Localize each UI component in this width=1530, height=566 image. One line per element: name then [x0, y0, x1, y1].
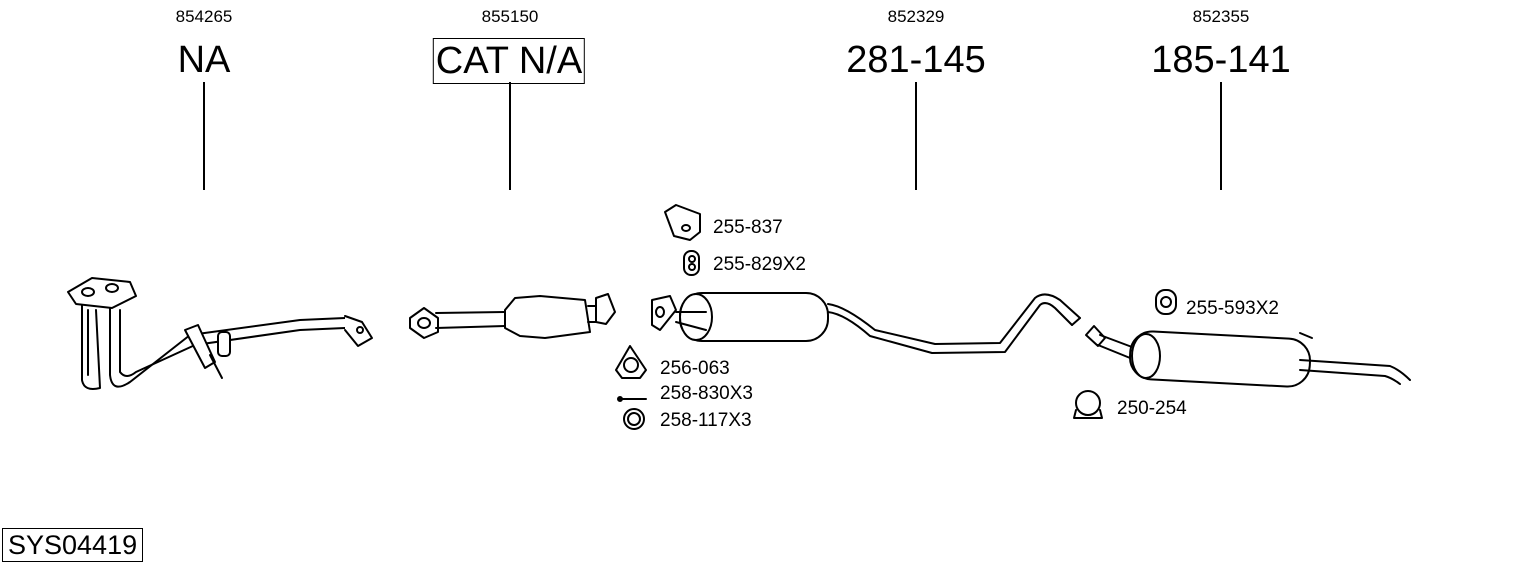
ref-catalyst: CAT N/A: [432, 38, 586, 84]
middle-silencer-drawing: [651, 292, 1081, 354]
gasket-icon: [615, 345, 647, 379]
part-label: 255-829X2: [713, 254, 806, 275]
mounting-bracket-icon: [664, 204, 701, 241]
front-pipe-drawing: [67, 277, 373, 390]
ring-icon: [623, 408, 645, 430]
ref-front-pipe: NA: [177, 39, 231, 81]
rubber-mount-icon: [1155, 289, 1177, 315]
part-label: 258-117X3: [660, 410, 752, 431]
system-code: SYS04419: [2, 528, 144, 562]
leader-line: [509, 82, 511, 190]
rubber-hanger-icon: [683, 250, 700, 276]
article-number-catalyst: 855150: [481, 7, 539, 26]
part-label: 255-837: [713, 217, 783, 238]
article-number-middle-silencer: 852329: [887, 7, 945, 26]
article-number-rear-silencer: 852355: [1192, 7, 1250, 26]
rear-silencer-drawing: [1085, 325, 1411, 388]
leader-line: [1220, 82, 1222, 190]
part-label: 255-593X2: [1186, 298, 1279, 319]
ref-middle-silencer: 281-145: [846, 39, 986, 81]
pipe-clamp-icon: [1073, 390, 1103, 419]
ref-rear-silencer: 185-141: [1151, 39, 1291, 81]
part-label: 258-830X3: [660, 383, 753, 404]
part-label: 250-254: [1117, 398, 1187, 419]
bolt-icon: [617, 396, 647, 402]
part-label: 256-063: [660, 358, 730, 379]
article-number-front-pipe: 854265: [175, 7, 233, 26]
leader-line: [203, 82, 205, 190]
catalyst-drawing: [409, 293, 616, 339]
leader-line: [915, 82, 917, 190]
